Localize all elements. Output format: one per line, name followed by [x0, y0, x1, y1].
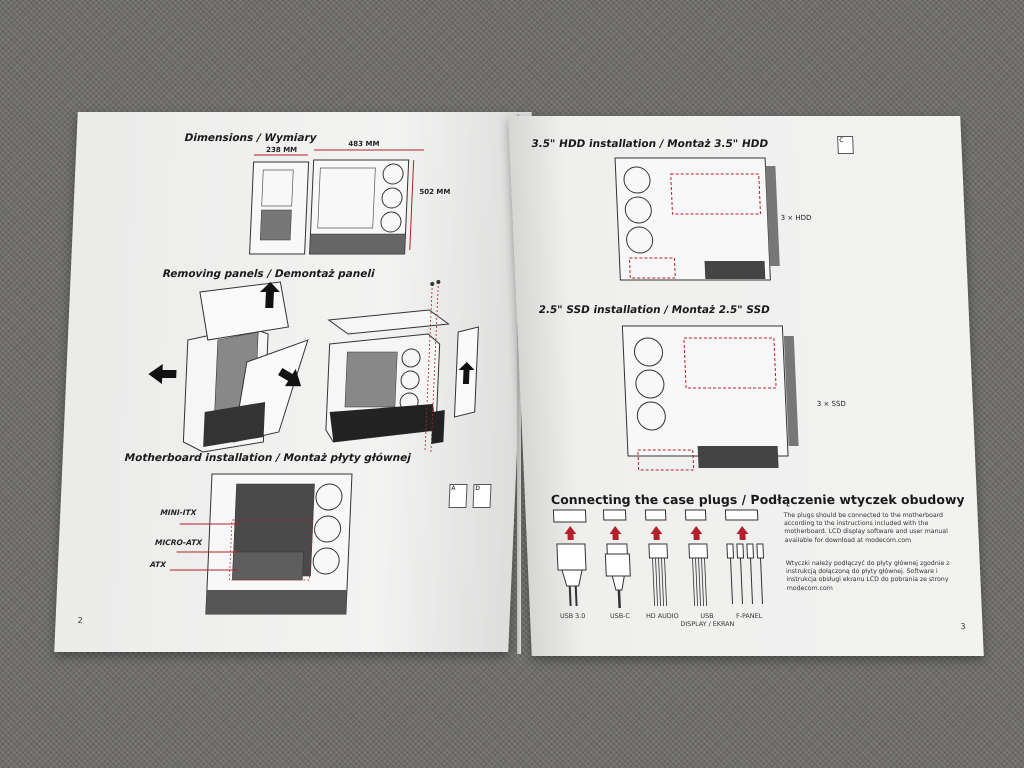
- mb-label-atx: ATX: [149, 560, 167, 569]
- dimensions-drawing: [249, 149, 425, 255]
- plug-label-usbc: USB-C: [609, 612, 631, 620]
- ssd-install-drawing: [621, 325, 799, 471]
- page-number-left: 2: [77, 616, 83, 625]
- right-page: 3.5" HDD installation / Montaż 3.5" HDD …: [508, 116, 984, 656]
- plug-label-hd-audio: HD AUDIO: [645, 612, 679, 620]
- motherboard-drawing: [169, 473, 353, 615]
- screw-d-icon: D: [472, 484, 492, 508]
- plug-label-usb-display: USB DISPLAY / EKRAN: [680, 612, 735, 628]
- removing-panels-drawing: [148, 280, 479, 453]
- plug-label-usb3: USB 3.0: [559, 612, 586, 620]
- left-page: Dimensions / Wymiary 238 MM 483 MM 502 M…: [54, 112, 532, 652]
- mb-label-mini-itx: MINI-ITX: [160, 508, 197, 517]
- mb-label-micro-atx: MICRO-ATX: [154, 538, 203, 547]
- plug-label-f-panel: F-PANEL: [735, 612, 763, 620]
- case-plugs-drawing: [552, 509, 765, 608]
- plugs-text-pl: Wtyczki należy podłączyć do płyty główne…: [785, 560, 950, 592]
- hdd-install-drawing: [614, 157, 780, 281]
- screw-a-letter: A: [451, 485, 456, 492]
- screw-a-icon: A: [448, 484, 468, 508]
- page-number-right: 3: [960, 622, 966, 631]
- screw-d-letter: D: [475, 485, 481, 492]
- plugs-text-en: The plugs should be connected to the mot…: [783, 512, 949, 544]
